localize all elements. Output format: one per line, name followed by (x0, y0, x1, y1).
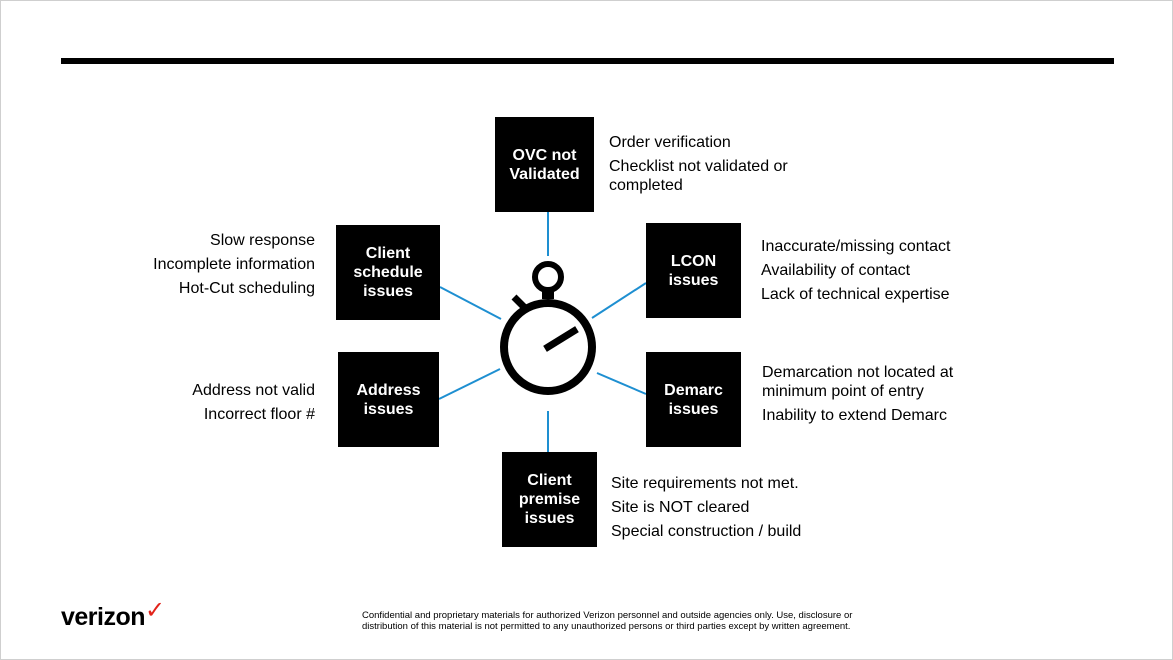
connector-schedule (439, 286, 502, 320)
note-item: Incomplete information (153, 256, 315, 273)
notes-lcon: Inaccurate/missing contact Availability … (761, 237, 950, 309)
note-item: Address not valid (192, 382, 315, 399)
note-item: Slow response (210, 232, 315, 249)
notes-demarc: Demarcation not located at minimum point… (762, 363, 987, 430)
node-address-issues: Address issues (338, 352, 439, 447)
connector-address (438, 368, 501, 400)
confidentiality-footer: Confidential and proprietary materials f… (362, 610, 853, 632)
note-item: Inaccurate/missing contact (761, 238, 951, 255)
checkmark-icon: ✓ (145, 597, 165, 624)
node-demarc-issues: Demarc issues (646, 352, 741, 447)
stopwatch-icon (500, 261, 596, 395)
notes-schedule: Slow response Incomplete information Hot… (153, 231, 315, 303)
connector-demarc (596, 372, 647, 395)
node-client-schedule-issues: Client schedule issues (336, 225, 440, 320)
node-lcon-issues: LCON issues (646, 223, 741, 318)
note-item: Demarcation not located at minimum point… (762, 364, 954, 400)
notes-ovc: Order verification Checklist not validat… (609, 133, 829, 200)
node-client-premise-issues: Client premise issues (502, 452, 597, 547)
note-item: Checklist not validated or completed (609, 158, 788, 194)
verizon-logo: verizon✓ (61, 597, 165, 631)
node-ovc-not-validated: OVC not Validated (495, 117, 594, 212)
notes-address: Address not valid Incorrect floor # (192, 381, 315, 429)
note-item: Special construction / build (611, 523, 802, 540)
note-item: Incorrect floor # (203, 406, 315, 423)
note-item: Hot-Cut scheduling (178, 280, 315, 297)
note-item: Site requirements not met. (611, 475, 799, 492)
note-item: Site is NOT cleared (611, 499, 750, 516)
connector-lcon (591, 282, 647, 319)
title-rule (61, 58, 1114, 64)
note-item: Inability to extend Demarc (762, 407, 947, 424)
note-item: Lack of technical expertise (761, 286, 950, 303)
note-item: Availability of contact (761, 262, 911, 279)
notes-premise: Site requirements not met. Site is NOT c… (611, 474, 801, 546)
note-item: Order verification (609, 134, 731, 151)
